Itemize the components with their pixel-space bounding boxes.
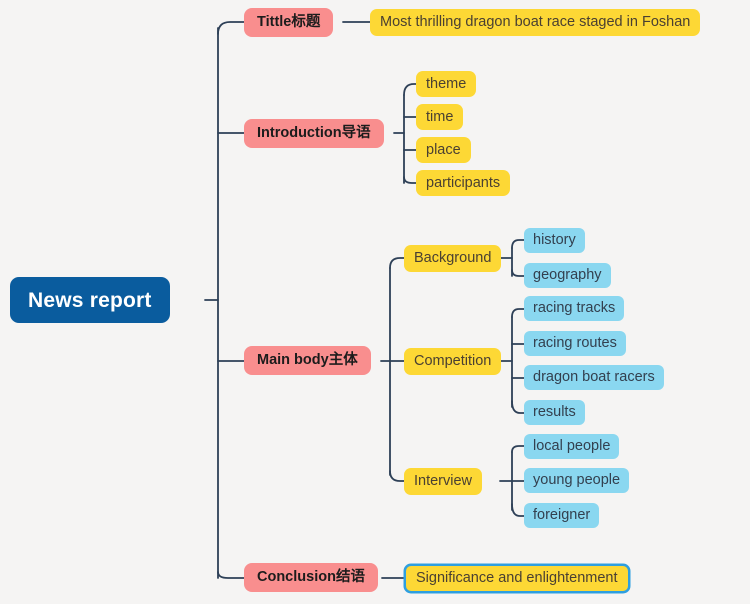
link-mainbody-background — [389, 257, 405, 269]
node-interview-local-people[interactable]: local people — [524, 434, 620, 459]
node-background-history-label: history — [533, 232, 576, 249]
link-background-geography — [511, 269, 525, 277]
node-competition-results[interactable]: results — [524, 400, 585, 425]
node-competition-racing-tracks-label: racing tracks — [533, 300, 616, 317]
node-branch-title-label: Tittle标题 — [257, 14, 321, 31]
node-introduction-place-label: place — [426, 141, 461, 158]
node-conclusion-significance[interactable]: Significance and enlightenment — [404, 564, 630, 593]
node-branch-mainbody[interactable]: Main body主体 — [244, 346, 371, 375]
node-mainbody-competition[interactable]: Competition — [404, 348, 502, 375]
link-background-history — [511, 239, 525, 249]
link-interview-local — [511, 445, 525, 453]
node-branch-conclusion[interactable]: Conclusion结语 — [244, 563, 378, 592]
node-interview-young-people-label: young people — [533, 472, 621, 489]
node-mainbody-background-label: Background — [414, 250, 492, 267]
node-introduction-time-label: time — [426, 108, 454, 125]
node-interview-foreigner[interactable]: foreigner — [524, 503, 600, 528]
node-conclusion-significance-label: Significance and enlightenment — [416, 570, 618, 587]
link-competition-tracks — [511, 308, 525, 318]
node-mainbody-competition-label: Competition — [414, 353, 492, 370]
node-branch-title[interactable]: Tittle标题 — [244, 8, 334, 37]
link-mainbody-interview — [389, 470, 405, 482]
node-title-headline[interactable]: Most thrilling dragon boat race staged i… — [370, 9, 701, 36]
node-background-geography[interactable]: geography — [524, 263, 611, 288]
node-root-news-report[interactable]: News report — [10, 277, 170, 323]
node-introduction-theme[interactable]: theme — [416, 71, 477, 97]
node-branch-conclusion-label: Conclusion结语 — [257, 569, 365, 586]
node-competition-dragon-boat-racers[interactable]: dragon boat racers — [524, 365, 664, 390]
node-interview-foreigner-label: foreigner — [533, 507, 591, 524]
node-background-history[interactable]: history — [524, 228, 585, 253]
node-introduction-participants-label: participants — [426, 174, 501, 191]
link-introduction-theme — [403, 83, 417, 96]
node-mainbody-interview-label: Interview — [414, 473, 473, 490]
node-interview-local-people-label: local people — [533, 438, 611, 455]
link-trunk-to-conclusion — [217, 571, 245, 579]
node-competition-racing-routes[interactable]: racing routes — [524, 331, 626, 356]
node-introduction-participants[interactable]: participants — [416, 170, 511, 196]
link-trunk-to-title — [217, 21, 245, 35]
node-competition-racing-tracks[interactable]: racing tracks — [524, 296, 625, 321]
link-competition-results — [511, 400, 525, 414]
link-introduction-participants — [403, 176, 417, 184]
node-competition-dragon-boat-racers-label: dragon boat racers — [533, 369, 655, 386]
node-mainbody-interview[interactable]: Interview — [404, 468, 483, 495]
node-background-geography-label: geography — [533, 267, 602, 284]
node-root-label: News report — [28, 288, 152, 312]
node-interview-young-people[interactable]: young people — [524, 468, 630, 493]
node-branch-introduction-label: Introduction导语 — [257, 125, 371, 142]
node-introduction-theme-label: theme — [426, 75, 467, 92]
node-competition-results-label: results — [533, 404, 576, 421]
node-competition-racing-routes-label: racing routes — [533, 335, 617, 352]
node-branch-introduction[interactable]: Introduction导语 — [244, 119, 384, 148]
node-introduction-place[interactable]: place — [416, 137, 471, 163]
link-interview-foreigner — [511, 503, 525, 517]
node-title-headline-label: Most thrilling dragon boat race staged i… — [380, 14, 691, 31]
node-branch-mainbody-label: Main body主体 — [257, 352, 358, 369]
node-mainbody-background[interactable]: Background — [404, 245, 502, 272]
node-introduction-time[interactable]: time — [416, 104, 464, 130]
